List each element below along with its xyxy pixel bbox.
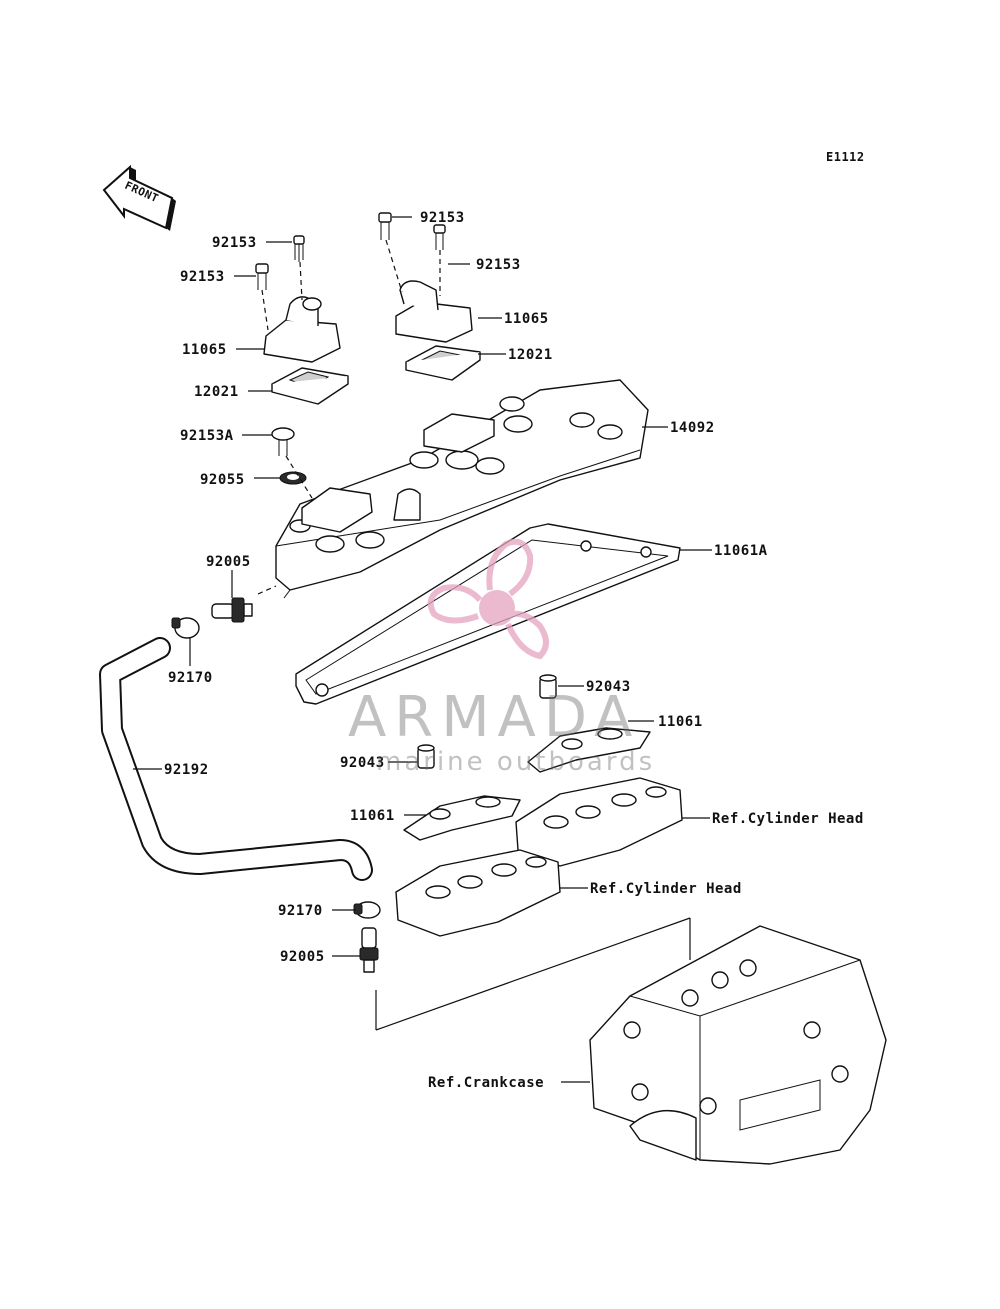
callout-92170-bottom: 92170 xyxy=(278,903,323,919)
dowel-92043-left xyxy=(417,744,435,769)
gasket-11061-left xyxy=(403,795,521,841)
plate-12021-left xyxy=(271,367,349,405)
leader-lines xyxy=(133,216,712,1083)
cylinder-head-right xyxy=(515,777,683,867)
callout-ref-cyl-head-right: Ref.Cylinder Head xyxy=(712,811,864,827)
fitting-92005-top xyxy=(211,597,253,623)
callout-92153-a: 92153 xyxy=(212,235,257,251)
fitting-92005-bottom xyxy=(359,927,379,973)
clamp-92170-bottom xyxy=(353,901,381,919)
callout-11061-left: 11061 xyxy=(350,808,395,824)
callout-11061-right: 11061 xyxy=(658,714,703,730)
dowel-92043-right xyxy=(539,674,557,699)
gasket-11061-right xyxy=(527,727,651,773)
watermark-tagline: marine outboards xyxy=(376,747,655,777)
cover-11065-right xyxy=(395,280,473,343)
callout-11061A: 11061A xyxy=(714,543,768,559)
callout-ref-cyl-head-left: Ref.Cylinder Head xyxy=(590,881,742,897)
bolt-92153-top-right-a xyxy=(378,212,392,240)
callout-92043-right: 92043 xyxy=(586,679,631,695)
callout-11065-left: 11065 xyxy=(182,342,227,358)
callout-92153-b: 92153 xyxy=(180,269,225,285)
cylinder-head-left xyxy=(395,849,561,937)
bolt-92153-top-left-b xyxy=(255,263,269,290)
bolt-92153-top-right-b xyxy=(433,224,446,250)
watermark-brand: ARMADA xyxy=(348,685,640,750)
callout-12021-right: 12021 xyxy=(508,347,553,363)
callout-92055: 92055 xyxy=(200,472,245,488)
crankcase xyxy=(589,925,887,1165)
hose-92192 xyxy=(99,637,373,881)
watermark: ARMADA marine outboards xyxy=(348,538,655,777)
callout-11065-right: 11065 xyxy=(504,311,549,327)
front-arrow-icon: FRONT xyxy=(102,164,176,231)
propeller-logo-icon xyxy=(427,538,549,660)
callout-92153-c: 92153 xyxy=(420,210,465,226)
cover-11065-left xyxy=(263,296,341,363)
clamp-92170-top xyxy=(171,617,200,639)
callout-92153A: 92153A xyxy=(180,428,234,444)
callout-14092: 14092 xyxy=(670,420,715,436)
callout-92170-top: 92170 xyxy=(168,670,213,686)
bolt-92153-top-left-a xyxy=(293,235,305,262)
washer-92055 xyxy=(279,471,307,485)
callout-12021-left: 12021 xyxy=(194,384,239,400)
callout-ref-crankcase: Ref.Crankcase xyxy=(428,1075,544,1091)
callout-92153-d: 92153 xyxy=(476,257,521,273)
callout-92005-bottom: 92005 xyxy=(280,949,325,965)
diagram-code: E1112 xyxy=(826,150,865,164)
callout-92192: 92192 xyxy=(164,762,209,778)
bolt-92153A xyxy=(271,427,295,456)
plate-12021-right xyxy=(405,345,481,381)
callout-92043-left: 92043 xyxy=(340,755,385,771)
callout-labels: 92153 92153 92153 92153 11065 11065 1202… xyxy=(164,210,864,1091)
callout-92005-top: 92005 xyxy=(206,554,251,570)
head-cover-14092 xyxy=(275,379,649,599)
